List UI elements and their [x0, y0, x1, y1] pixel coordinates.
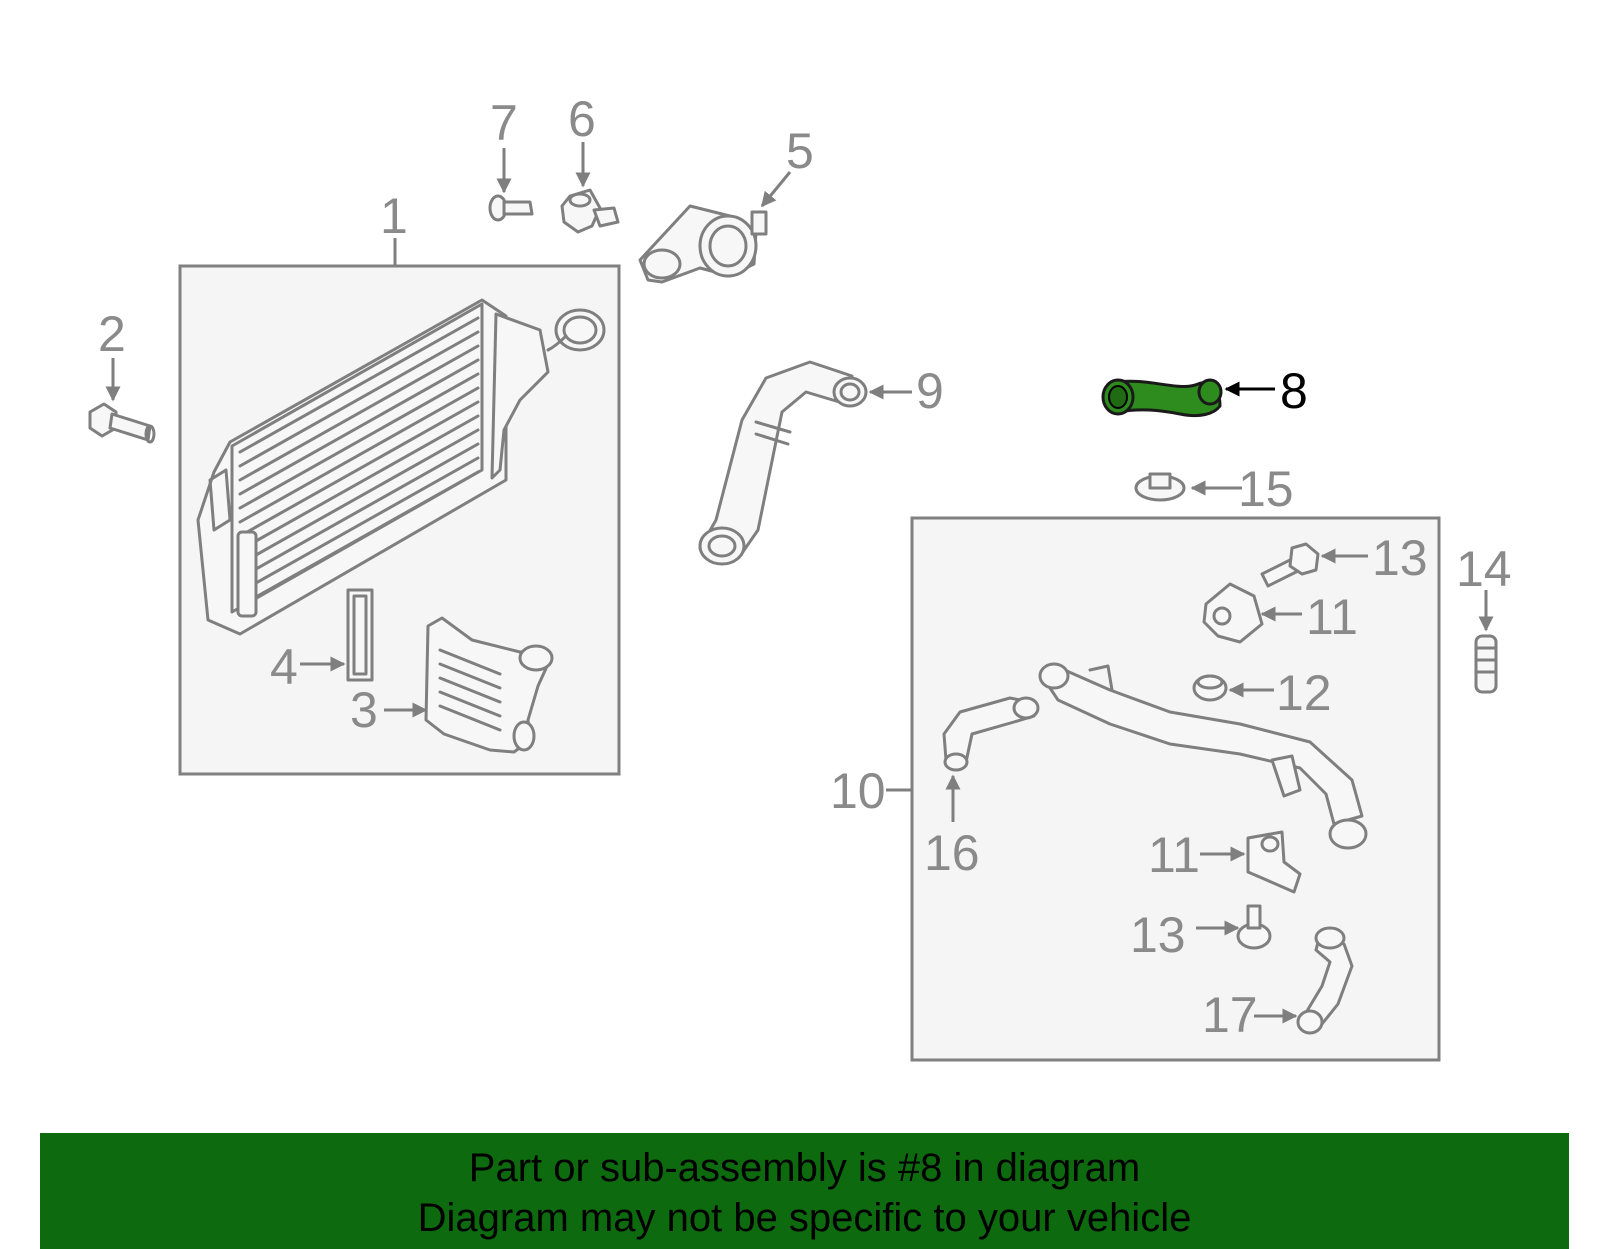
- part-17-hose[interactable]: [1296, 926, 1354, 1035]
- callout-9[interactable]: 9: [916, 363, 944, 419]
- info-banner: Part or sub-assembly is #8 in diagram Di…: [40, 1133, 1569, 1249]
- part-9-charge-pipe[interactable]: [698, 360, 868, 566]
- callout-13-upper[interactable]: 13: [1372, 530, 1428, 586]
- part-13-bolt-lower[interactable]: [1236, 904, 1272, 950]
- parts-diagram: 1 2: [88, 91, 1512, 1062]
- part-14-spacer[interactable]: [1474, 634, 1498, 694]
- callout-7[interactable]: 7: [490, 95, 518, 151]
- callout-11-lower[interactable]: 11: [1148, 827, 1200, 883]
- part-1-intercooler[interactable]: [196, 298, 606, 636]
- part-2-bolt[interactable]: [88, 402, 156, 444]
- callout-15[interactable]: 15: [1238, 461, 1294, 517]
- banner-line-2: Diagram may not be specific to your vehi…: [417, 1196, 1192, 1240]
- callout-12[interactable]: 12: [1276, 665, 1332, 721]
- callout-14[interactable]: 14: [1456, 541, 1512, 597]
- part-15-nut[interactable]: [1134, 472, 1186, 502]
- group-box-10: [910, 516, 1441, 1062]
- callout-11-upper[interactable]: 11: [1306, 589, 1358, 645]
- part-8-hose-highlighted[interactable]: [1101, 378, 1223, 418]
- part-11-flange-upper[interactable]: [1202, 582, 1264, 644]
- callout-13-lower[interactable]: 13: [1130, 907, 1186, 963]
- part-3-housing[interactable]: [424, 616, 554, 754]
- part-6-clip[interactable]: [560, 188, 620, 234]
- callout-3[interactable]: 3: [350, 682, 378, 738]
- callout-8[interactable]: 8: [1280, 363, 1308, 419]
- callout-2[interactable]: 2: [98, 306, 126, 362]
- callout-1[interactable]: 1: [380, 188, 408, 244]
- part-13-bolt-upper[interactable]: [1260, 542, 1320, 588]
- part-7-screw[interactable]: [488, 194, 534, 222]
- callout-10[interactable]: 10: [830, 763, 886, 819]
- callout-5[interactable]: 5: [786, 123, 814, 179]
- callout-4[interactable]: 4: [270, 639, 298, 695]
- banner-line-1: Part or sub-assembly is #8 in diagram: [468, 1146, 1141, 1190]
- part-5-inlet-pipe[interactable]: [638, 204, 768, 284]
- part-12-seal[interactable]: [1192, 674, 1228, 702]
- part-4-gasket[interactable]: [346, 588, 374, 682]
- part-10-coolant-pipe[interactable]: [1038, 662, 1368, 850]
- callout-16[interactable]: 16: [924, 825, 980, 881]
- part-11-connector-lower[interactable]: [1246, 830, 1302, 894]
- callout-6[interactable]: 6: [568, 91, 596, 147]
- callout-17[interactable]: 17: [1202, 987, 1258, 1043]
- part-16-hose[interactable]: [942, 696, 1040, 772]
